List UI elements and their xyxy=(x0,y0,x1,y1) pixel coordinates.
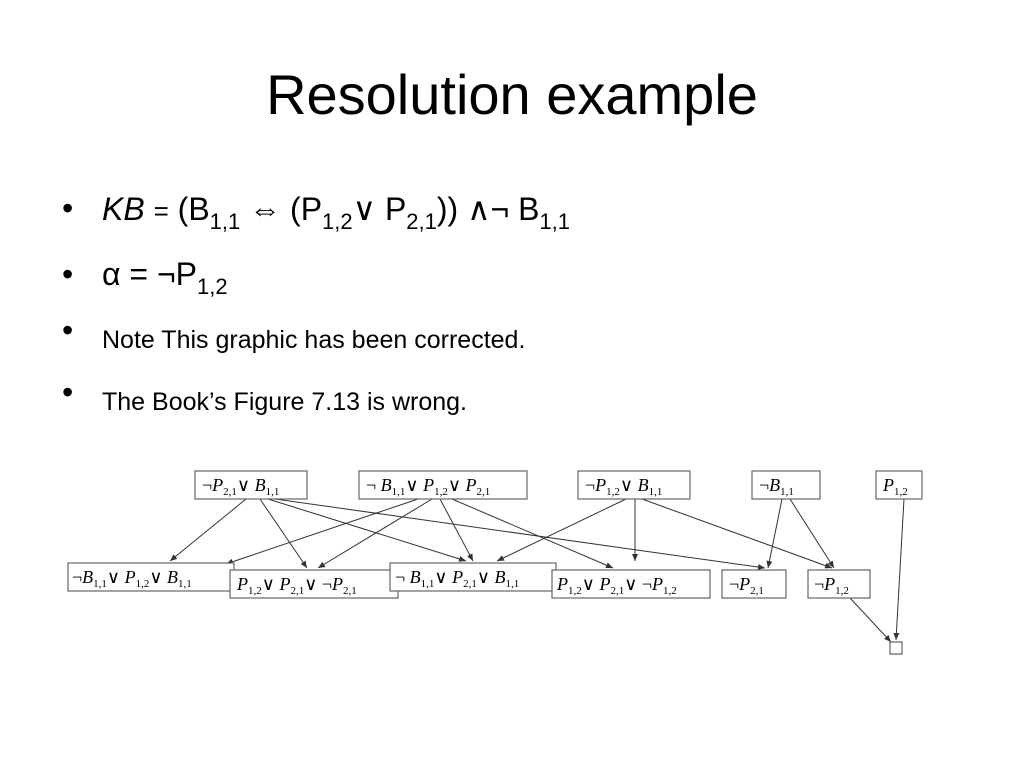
formula-part: (B xyxy=(177,191,210,227)
subscript: 1,2 xyxy=(322,209,353,234)
alpha-label: α = xyxy=(102,256,157,292)
kb-label: KB xyxy=(102,191,145,227)
edge xyxy=(267,498,467,562)
clause-label: ¬B1,1∨ P1,2∨ B1,1 xyxy=(72,567,192,590)
edge xyxy=(496,498,627,562)
bullet-dot: • xyxy=(62,374,74,410)
bullet-dot: • xyxy=(62,256,74,292)
iff-symbol: ⇔ xyxy=(240,191,291,227)
edge xyxy=(439,498,474,562)
clause-node: P1,2 xyxy=(875,470,923,500)
bullet-dot: • xyxy=(62,190,74,226)
clause-label: P1,2 xyxy=(882,475,908,498)
edge xyxy=(317,498,433,569)
bullet-dot: • xyxy=(62,312,74,348)
formula-part: (P xyxy=(290,191,323,227)
edge xyxy=(766,498,783,569)
clause-node: ¬P1,2 xyxy=(807,569,871,599)
kb-formula: KB = (B1,1 ⇔ (P1,2∨ P2,1)) ∧¬ B1,1 xyxy=(102,190,570,235)
not-symbol: ¬ xyxy=(156,256,176,292)
edge xyxy=(169,498,247,562)
edge xyxy=(893,498,905,641)
edge xyxy=(259,498,308,569)
edge xyxy=(641,498,833,569)
formula-part: )) xyxy=(436,191,468,227)
clause-node: P1,2∨ P2,1∨ ¬P2,1 xyxy=(229,569,399,599)
edge xyxy=(274,498,766,570)
empty-clause xyxy=(889,641,903,655)
subscript: 1,2 xyxy=(197,274,228,299)
clause-label: ¬P1,2∨ B1,1 xyxy=(585,475,662,498)
clause-node: ¬ B1,1∨ P1,2∨ P2,1 xyxy=(358,470,528,500)
clause-label: P1,2∨ P2,1∨ ¬P1,2 xyxy=(556,574,677,597)
clause-node: ¬B1,1∨ P1,2∨ B1,1 xyxy=(67,562,235,592)
alpha-formula: α = ¬P1,2 xyxy=(102,256,228,300)
equals-sign: = xyxy=(153,196,169,226)
edge xyxy=(849,597,892,643)
clause-node: ¬P2,1 xyxy=(721,569,787,599)
edge xyxy=(789,498,835,569)
clause-node: P1,2∨ P2,1∨ ¬P1,2 xyxy=(551,569,711,599)
subscript: 1,1 xyxy=(209,209,241,234)
note-text: Note This graphic has been corrected. xyxy=(102,326,526,354)
or-symbol: ∨ xyxy=(352,191,385,227)
clause-label: P1,2∨ P2,1∨ ¬P2,1 xyxy=(236,574,357,597)
clause-label: ¬ B1,1∨ P2,1∨ B1,1 xyxy=(395,567,519,590)
clause-node: ¬P2,1∨ B1,1 xyxy=(194,470,308,500)
slide-title: Resolution example xyxy=(266,63,758,126)
subscript: 2,1 xyxy=(406,209,437,234)
formula-part: B xyxy=(518,191,540,227)
clause-node: ¬ B1,1∨ P2,1∨ B1,1 xyxy=(389,562,557,592)
edge xyxy=(225,498,419,565)
clause-node: ¬P1,2∨ B1,1 xyxy=(577,470,691,500)
edge xyxy=(451,498,614,569)
clause-node: ¬B1,1 xyxy=(751,470,821,500)
formula-part: P xyxy=(384,191,407,227)
clause-label: ¬ B1,1∨ P1,2∨ P2,1 xyxy=(366,475,490,498)
diagram-edges xyxy=(169,498,905,643)
subscript: 1,1 xyxy=(539,209,571,234)
formula-part: P xyxy=(175,256,197,292)
and-not-symbol: ∧¬ xyxy=(467,191,519,227)
clause-label: ¬P2,1∨ B1,1 xyxy=(202,475,279,498)
wrong-text: The Book’s Figure 7.13 is wrong. xyxy=(102,388,468,416)
